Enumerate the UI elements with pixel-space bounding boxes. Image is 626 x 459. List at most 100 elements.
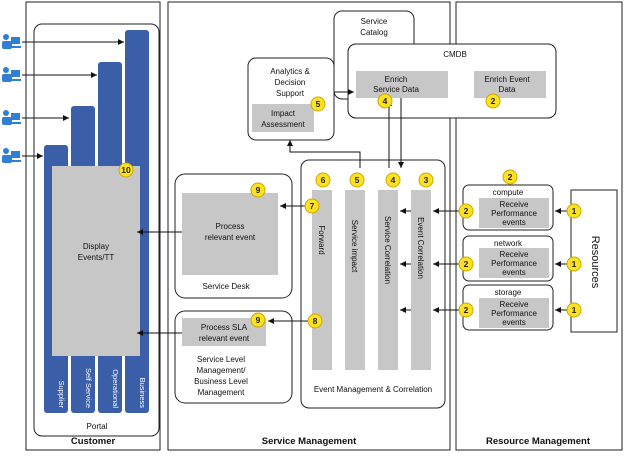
svg-text:10: 10 xyxy=(121,165,131,175)
service-desk-process-label: Process xyxy=(216,222,245,231)
step-badge: 2 xyxy=(458,203,474,219)
display-events-box xyxy=(52,166,140,356)
svg-text:4: 4 xyxy=(383,96,388,106)
receive-events-label: Performance xyxy=(491,209,537,218)
svg-text:2: 2 xyxy=(464,305,469,315)
receive-events-label: Receive xyxy=(500,250,529,259)
column-service-impact xyxy=(345,190,365,370)
bar-label-supplier: Supplier xyxy=(57,380,66,408)
svg-text:1: 1 xyxy=(572,305,577,315)
step-badge: 10 xyxy=(118,162,134,178)
receive-events-label: Receive xyxy=(500,300,529,309)
service-catalog-label: Service xyxy=(361,17,388,26)
impact-assessment-box xyxy=(252,104,314,132)
user-icon xyxy=(2,110,21,125)
service-desk-process-box xyxy=(182,193,278,275)
receive-events-label: Performance xyxy=(491,259,537,268)
receive-events-label: Receive xyxy=(500,200,529,209)
portal-frame xyxy=(33,23,160,437)
svg-text:5: 5 xyxy=(355,175,360,185)
step-badge: 4 xyxy=(385,172,401,188)
enrich-service-data-box xyxy=(356,71,448,98)
enrich-event-data-label: Data xyxy=(499,85,516,94)
event-mgmt-box xyxy=(300,159,446,409)
enrich-service-data-label: Enrich xyxy=(385,75,408,84)
step-badge: 2 xyxy=(502,169,518,185)
svg-text:8: 8 xyxy=(313,316,318,326)
svg-text:4: 4 xyxy=(391,175,396,185)
bar-label-operational: Operational xyxy=(111,369,120,408)
column-forward xyxy=(312,190,332,370)
column-forward-label: Forward xyxy=(317,225,326,254)
service-catalog-label: Catalog xyxy=(360,28,388,37)
enrich-service-data-label: Service Data xyxy=(373,85,419,94)
display-events-label: Events/TT xyxy=(78,253,115,262)
service-desk-label: Service Desk xyxy=(202,282,250,291)
resources-label: Resources xyxy=(589,236,601,289)
step-badge: 2 xyxy=(458,302,474,318)
step-badge: 2 xyxy=(458,256,474,272)
column-service-correlation-label: Service Correlation xyxy=(383,216,392,284)
cmdb-frame xyxy=(347,43,557,119)
receive-events-compute-box xyxy=(479,198,549,228)
column-event-correlation xyxy=(411,190,431,370)
enrich-event-data-box xyxy=(474,71,546,98)
display-events-label: Display xyxy=(83,242,109,251)
analytics-label: Support xyxy=(276,89,305,98)
slm-process-label: relevant event xyxy=(199,334,250,343)
slm-label: Business Level xyxy=(194,377,248,386)
receive-events-label: events xyxy=(502,268,526,277)
svg-text:9: 9 xyxy=(256,315,261,325)
svg-text:2: 2 xyxy=(464,259,469,269)
step-badge: 3 xyxy=(418,172,434,188)
event-mgmt-label: Event Management & Correlation xyxy=(314,385,432,394)
receive-events-label: Performance xyxy=(491,309,537,318)
step-badge: 6 xyxy=(315,172,331,188)
service-management-section xyxy=(167,1,451,451)
step-badge: 8 xyxy=(307,313,323,329)
svg-text:1: 1 xyxy=(572,259,577,269)
column-service-impact-label: Service impact xyxy=(350,220,359,273)
slm-process-label: Process SLA xyxy=(201,323,248,332)
step-badge: 5 xyxy=(310,96,326,112)
step-badge: 1 xyxy=(566,203,582,219)
receive-events-label: events xyxy=(502,318,526,327)
bar-label-self-service: Self Service xyxy=(84,368,93,408)
resource-storage-name: storage xyxy=(495,288,522,297)
step-badge: 9 xyxy=(250,182,266,198)
bar-label-business: Business xyxy=(138,378,147,409)
column-service-correlation xyxy=(378,190,398,370)
slm-label: Management/ xyxy=(197,366,247,375)
receive-events-network-box xyxy=(479,248,549,278)
impact-assessment-label: Impact xyxy=(271,109,296,118)
resource-network-name: network xyxy=(494,239,523,248)
slm-label: Management xyxy=(198,388,245,397)
service-management-section-label: Service Management xyxy=(262,436,357,447)
slm-label: Service Level xyxy=(197,355,245,364)
portal-label: Portal xyxy=(87,422,108,431)
receive-events-storage-box xyxy=(479,298,549,328)
service-desk-process-label: relevant event xyxy=(205,233,256,242)
impact-assessment-label: Assessment xyxy=(261,120,305,129)
step-badge: 5 xyxy=(349,172,365,188)
step-badge: 7 xyxy=(304,198,320,214)
user-icon xyxy=(2,67,21,82)
step-badge: 1 xyxy=(566,256,582,272)
step-badge: 1 xyxy=(566,302,582,318)
svg-text:2: 2 xyxy=(508,172,513,182)
flow-arrow xyxy=(287,140,361,168)
resource-management-section xyxy=(455,1,623,451)
enrich-event-data-label: Enrich Event xyxy=(484,75,530,84)
resource-compute-name: compute xyxy=(493,188,524,197)
step-badge: 4 xyxy=(377,93,393,109)
step-badge: 9 xyxy=(250,312,266,328)
cmdb-title: CMDB xyxy=(443,50,467,59)
user-icon xyxy=(2,34,21,49)
resource-management-section-label: Resource Management xyxy=(486,436,591,447)
customer-section xyxy=(25,1,161,451)
customer-section-label: Customer xyxy=(71,436,116,447)
svg-text:5: 5 xyxy=(316,99,321,109)
step-badge: 2 xyxy=(485,93,501,109)
